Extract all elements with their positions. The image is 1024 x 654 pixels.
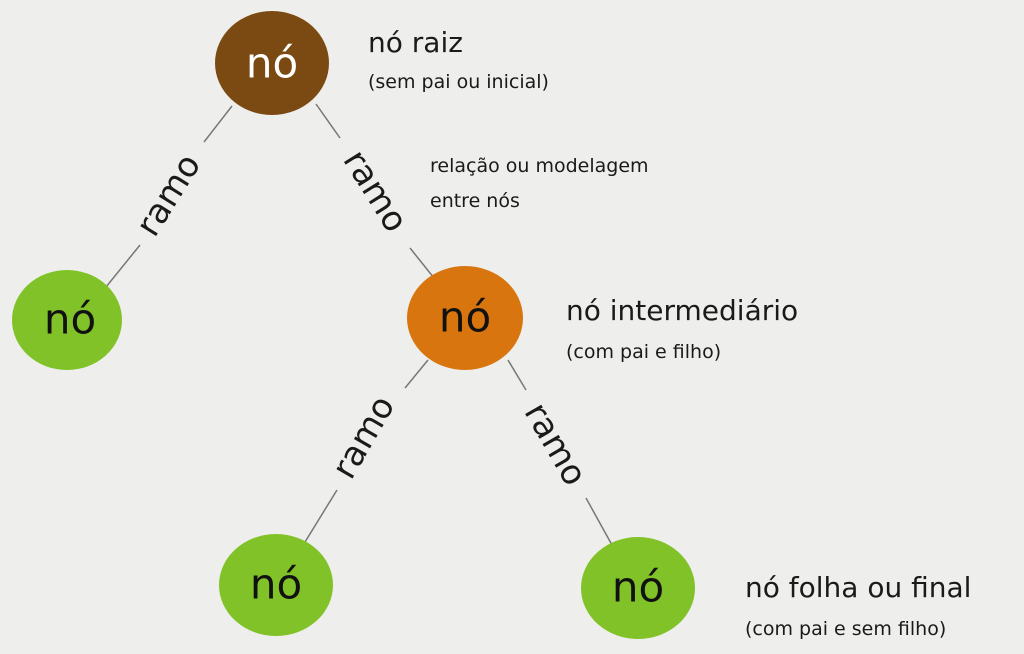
branch-label: ramo [335,143,416,239]
branch-label: ramo [128,147,209,243]
intermediate-node: nó [407,266,523,370]
branch-line [315,103,341,139]
leaf-subtitle: (com pai e sem filho) [745,618,946,640]
intermediate-title: nó intermediário [566,294,798,327]
node-label: nó [246,39,298,88]
node-label: nó [250,560,302,609]
bottom-left-leaf-node: nó [219,534,333,636]
branch-description: relação ou modelagem [430,155,649,177]
branch-description: entre nós [430,190,520,212]
branch-line [585,497,613,546]
branch-line [203,105,233,143]
node-label: nó [44,295,96,344]
intermediate-subtitle: (com pai e filho) [566,341,721,363]
bottom-right-leaf-node: nó [581,537,695,639]
branch-line [105,244,141,288]
node-label: nó [439,293,491,342]
root-subtitle: (sem pai ou inicial) [368,71,549,93]
branch-lines [105,103,613,546]
root-node: nó [215,11,329,115]
branch-line [507,359,527,391]
branch-line [404,359,429,389]
root-title: nó raiz [368,26,463,59]
node-label: nó [612,563,664,612]
branch-label: ramo [516,396,595,493]
branch-line [409,247,435,279]
branch-label: ramo [324,389,403,486]
leaf-title: nó folha ou final [745,571,971,604]
branch-line [304,489,338,543]
left-leaf-node: nó [12,270,122,370]
